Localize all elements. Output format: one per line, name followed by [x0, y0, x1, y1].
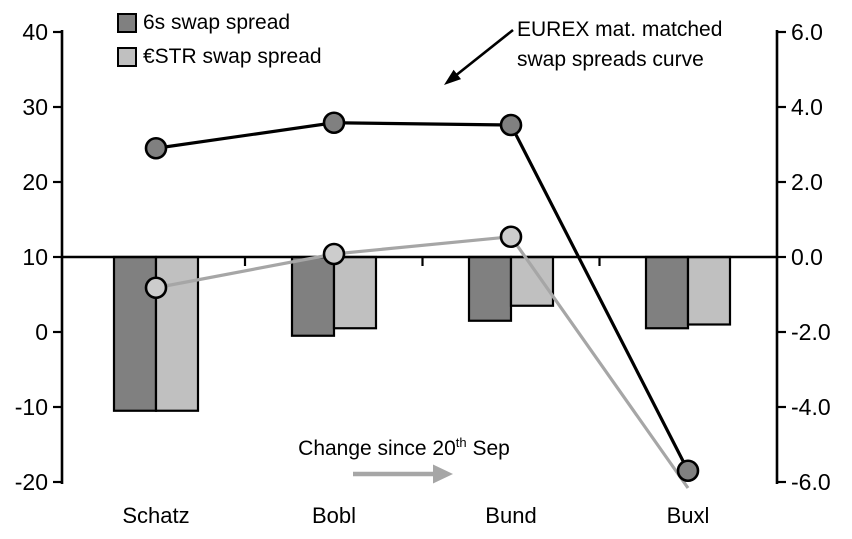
left-axis-tick-label: -20 [15, 469, 48, 495]
left-axis-tick-label: 0 [35, 319, 48, 345]
estr-marker-bund [499, 225, 523, 249]
right-axis-tick-label: -4.0 [791, 394, 831, 420]
estr-line [155, 235, 690, 489]
legend-label-estr: €STR swap spread [143, 45, 322, 68]
estr-marker-bobl [322, 242, 346, 266]
x-axis-label-bund: Bund [485, 503, 536, 528]
legend: 6s swap spread €STR swap spread [117, 12, 322, 80]
left-axis-tick-label: 30 [22, 94, 48, 120]
right-axis-tick-label: -2.0 [791, 319, 831, 345]
left-axis-tick-label: 40 [22, 19, 48, 45]
legend-label-6s: 6s swap spread [143, 11, 291, 34]
legend-item-6s: 6s swap spread [117, 12, 322, 33]
eurex-annotation: EUREX mat. matched swap spreads curve [517, 15, 722, 75]
eurex-annotation-line2: swap spreads curve [517, 48, 704, 71]
change-annotation-arrowhead-icon [433, 464, 453, 484]
6s-marker-bobl [322, 111, 346, 135]
left-axis-tick-label: -10 [15, 394, 48, 420]
estr-marker-schatz [144, 276, 168, 300]
6s-line [155, 121, 690, 472]
right-axis-tick-label: 0.0 [791, 244, 823, 270]
bar-estr-bobl [332, 255, 378, 330]
6s-marker-schatz [144, 136, 168, 160]
eurex-annotation-arrowhead-icon [444, 69, 461, 85]
legend-swatch-estr-icon [117, 46, 137, 67]
right-axis-tick-label: 4.0 [791, 94, 823, 120]
6s-marker-bund [499, 113, 523, 137]
right-axis-tick-label: -6.0 [791, 469, 831, 495]
right-axis-tick-label: 2.0 [791, 169, 823, 195]
x-axis-label-buxl: Buxl [667, 503, 710, 528]
x-axis-label-bobl: Bobl [312, 503, 356, 528]
right-axis-tick-label: 6.0 [791, 19, 823, 45]
eurex-annotation-arrow [456, 28, 514, 76]
6s-marker-buxl [676, 459, 700, 483]
left-axis-tick-label: 20 [22, 169, 48, 195]
left-axis-tick-label: 10 [22, 244, 48, 270]
legend-swatch-6s-icon [117, 12, 137, 33]
legend-item-estr: €STR swap spread [117, 46, 322, 67]
bar-6s-buxl [644, 255, 690, 330]
bar-6s-bund [467, 255, 513, 322]
eurex-annotation-line1: EUREX mat. matched [517, 18, 723, 41]
bar-estr-buxl [686, 255, 732, 326]
bar-6s-bobl [290, 255, 336, 337]
change-annotation: Change since 20th Sep [298, 435, 510, 460]
x-axis-label-schatz: Schatz [122, 503, 189, 528]
